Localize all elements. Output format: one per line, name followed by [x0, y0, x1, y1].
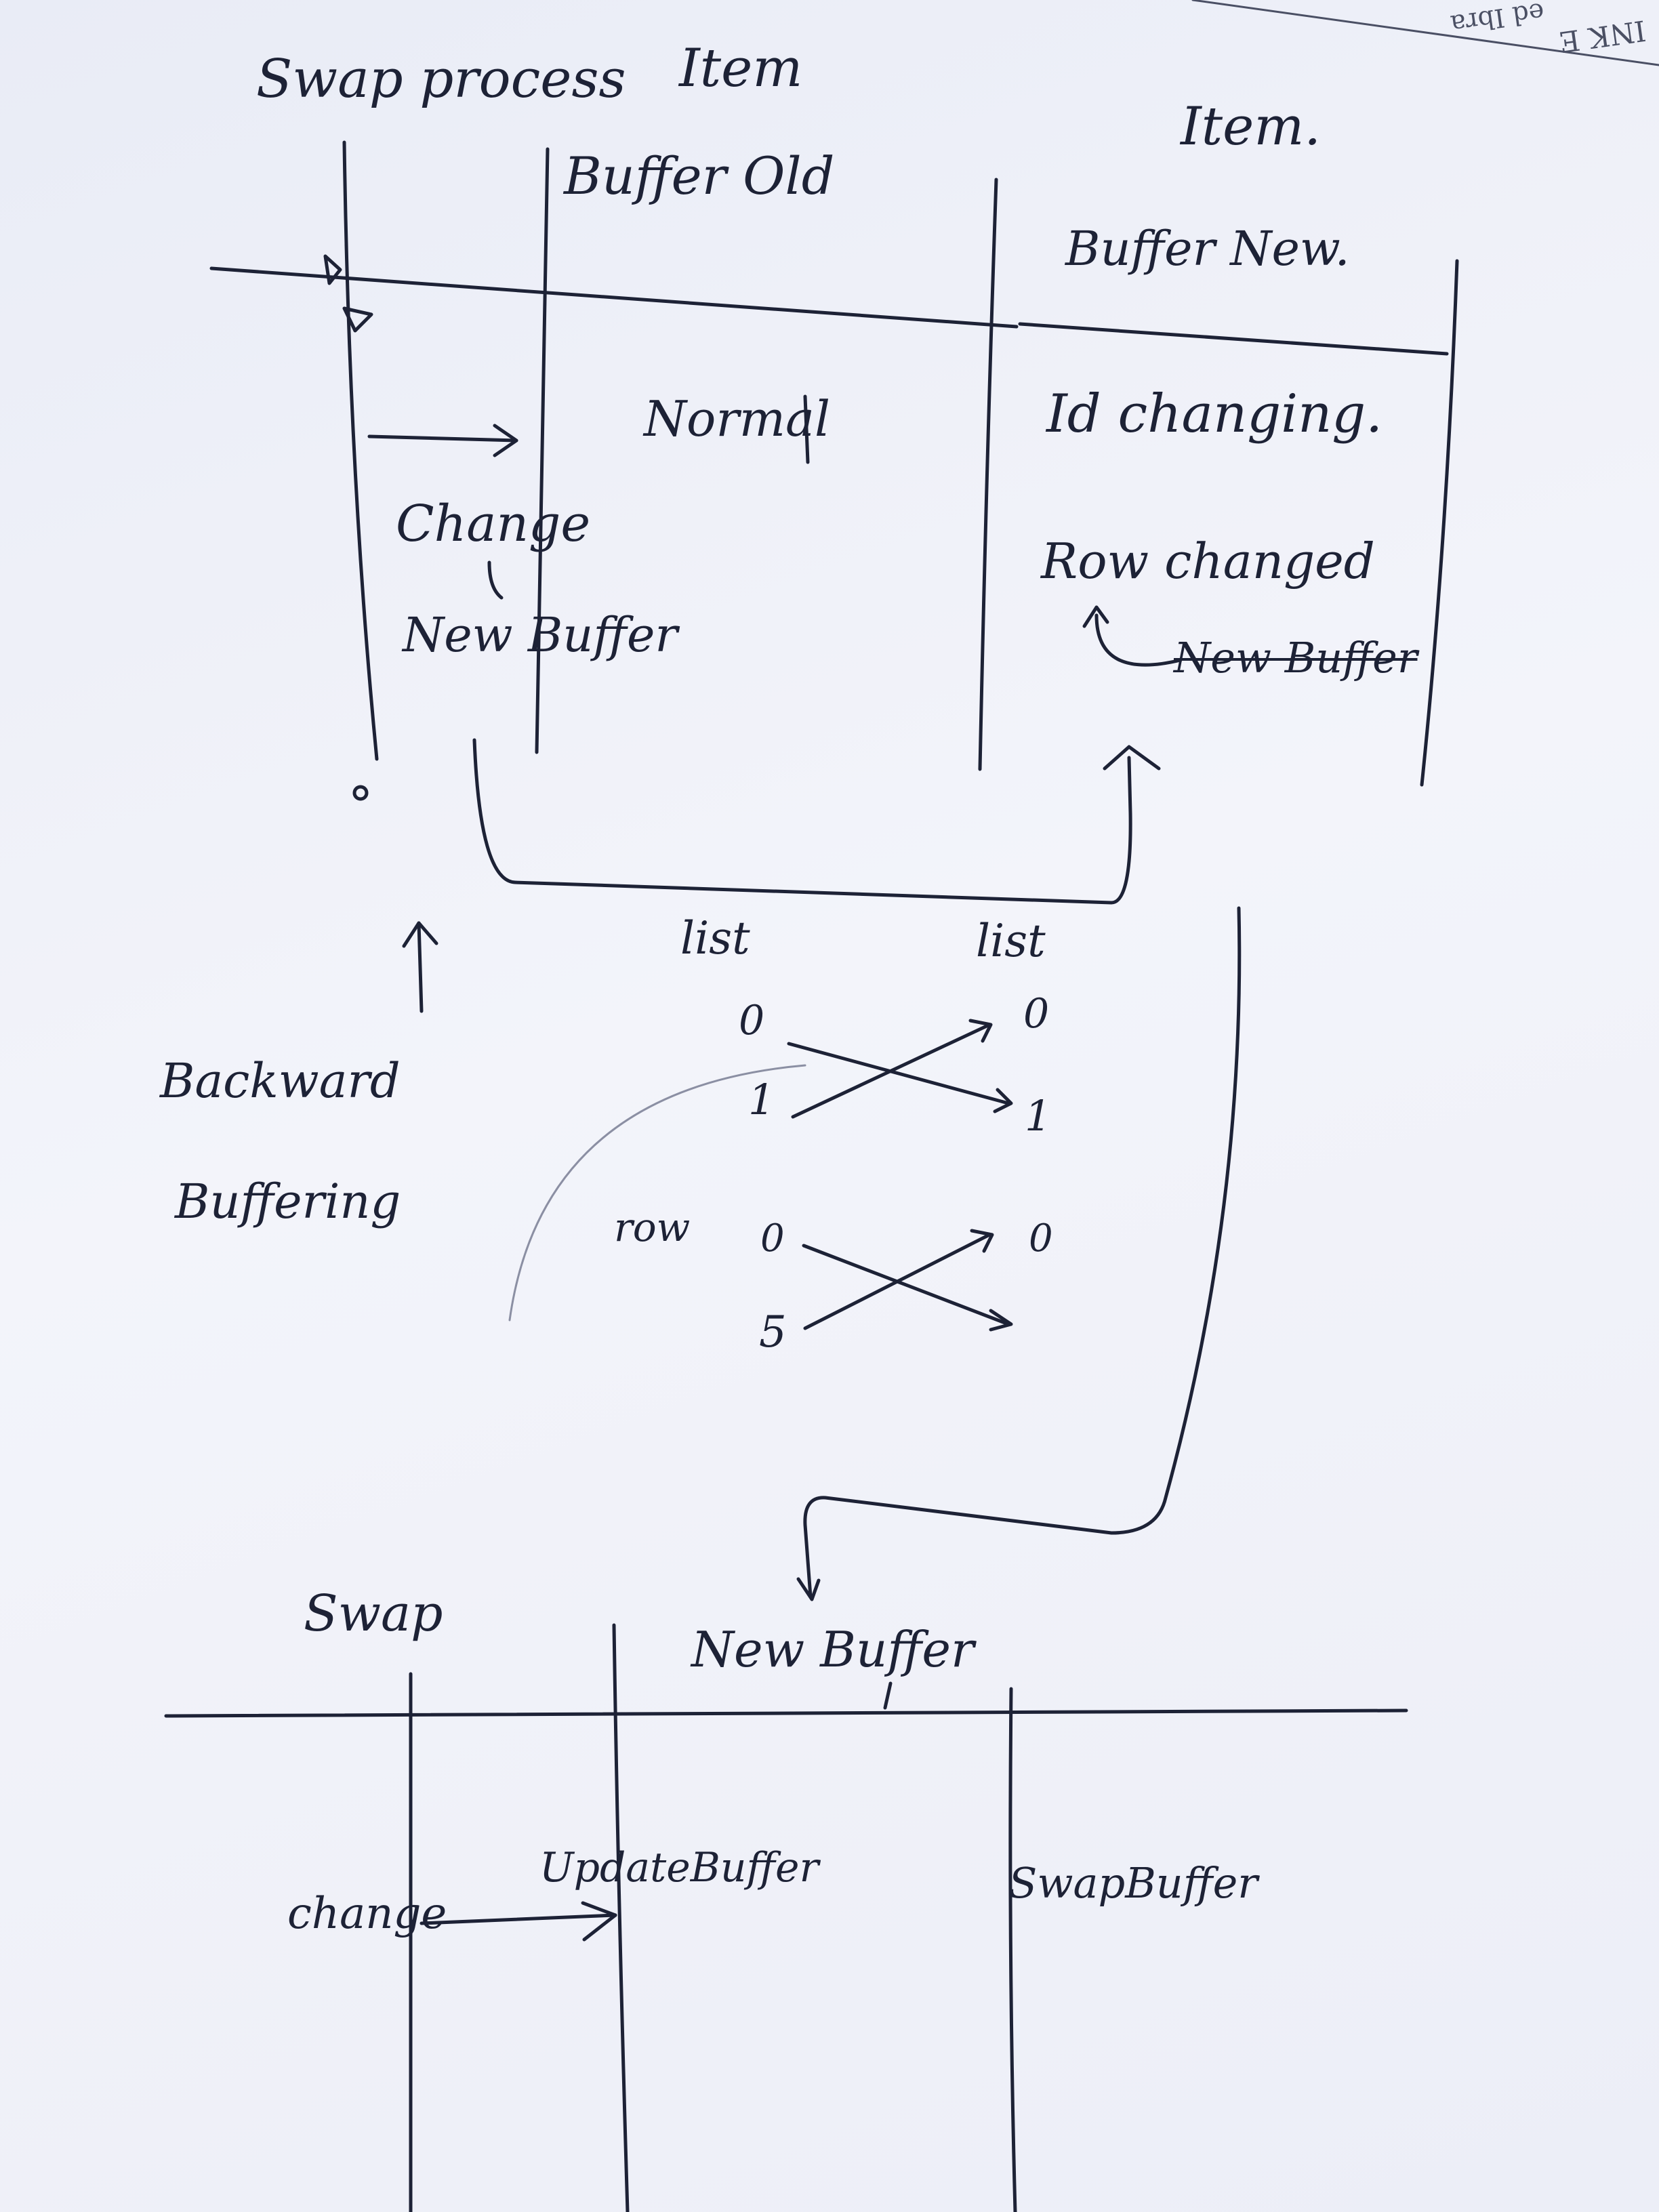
normal-bar — [803, 394, 810, 464]
backward-up-arrow — [417, 921, 424, 1013]
bottom-new-buffer-label: New Buffer — [691, 1621, 975, 1678]
new-buffer-struck-label: New Buffer — [1174, 633, 1418, 682]
list-right-value-0: 0 — [1023, 990, 1050, 1038]
item-label-left: Item — [679, 38, 803, 99]
row-cross-5-to-0-head — [970, 1229, 994, 1253]
id-changing-label: Id changing. — [1046, 384, 1383, 445]
bottom-separator-line — [164, 1708, 1408, 1718]
long-connector-head — [796, 1577, 821, 1601]
row-left-value-5: 5 — [759, 1307, 787, 1357]
list-label-right: list — [976, 915, 1046, 967]
list-left-value-0: 0 — [739, 997, 765, 1044]
lifeline-end-circle — [352, 785, 369, 801]
row-left-value-0: 0 — [760, 1216, 785, 1261]
bottom-change-label: change — [287, 1889, 447, 1939]
normal-label: Normal — [644, 390, 830, 447]
row-cross-5-to-0 — [803, 1233, 991, 1330]
buffer-old-lifeline — [535, 147, 550, 754]
item-label-right: Item. — [1181, 96, 1322, 157]
list-right-value-1: 1 — [1025, 1091, 1052, 1141]
u-connector-arrowhead — [1103, 745, 1161, 771]
change-arrow — [367, 434, 518, 443]
bottom-lifeline-swapbuffer — [1008, 1687, 1017, 2212]
change-arrow-head — [493, 424, 518, 457]
u-connector — [472, 738, 1132, 905]
swap-label: Swap — [304, 1584, 443, 1643]
list-cross-0-to-1-head — [993, 1088, 1013, 1113]
top-separator-line — [209, 266, 1019, 329]
backward-up-arrowhead — [402, 921, 438, 948]
swap-process-lifeline — [342, 140, 379, 761]
buffering-label: Buffering — [175, 1174, 401, 1229]
list-left-value-1: 1 — [748, 1075, 775, 1124]
top-separator-line-right — [1018, 322, 1449, 356]
row-right-value-0: 0 — [1029, 1216, 1053, 1261]
update-buffer-label: UpdateBuffer — [539, 1844, 819, 1891]
list-label-left: list — [680, 912, 750, 964]
row-changed-label: Row changed — [1041, 533, 1375, 590]
title-swap-process: Swap process — [256, 49, 626, 110]
row-label: row — [614, 1204, 691, 1250]
backward-label: Backward — [160, 1053, 401, 1109]
bottom-change-arrow-head — [581, 1901, 617, 1942]
faint-pencil-arc — [508, 1064, 806, 1322]
list-cross-0-to-1 — [787, 1042, 1010, 1105]
row-back-arrowhead — [1082, 605, 1109, 628]
list-cross-1-to-0 — [791, 1024, 989, 1119]
row-cross-0-to-5-head — [989, 1309, 1013, 1332]
row-cross-0-to-5 — [802, 1244, 1010, 1326]
new-buffer-tick — [883, 1681, 893, 1710]
list-cross-1-to-0-head — [968, 1019, 993, 1043]
corner-sheet-edge — [1191, 0, 1659, 66]
swap-buffer-label: SwapBuffer — [1008, 1858, 1258, 1908]
bottom-change-arrow — [419, 1913, 617, 1925]
bottom-lifeline-update — [612, 1623, 630, 2212]
buffer-old-label: Buffer Old — [564, 146, 835, 206]
marker-triangle-1 — [323, 254, 342, 285]
long-connector — [803, 906, 1242, 1599]
right-border-line — [1420, 259, 1459, 787]
row-back-curve — [1094, 613, 1183, 667]
change-label: Change — [396, 495, 591, 553]
new-buffer-label-left: New Buffer — [403, 607, 678, 663]
buffer-new-label: Buffer New. — [1065, 221, 1350, 276]
change-down-tick — [487, 560, 504, 600]
buffer-new-lifeline — [978, 178, 998, 771]
marker-triangle-2 — [342, 306, 373, 333]
